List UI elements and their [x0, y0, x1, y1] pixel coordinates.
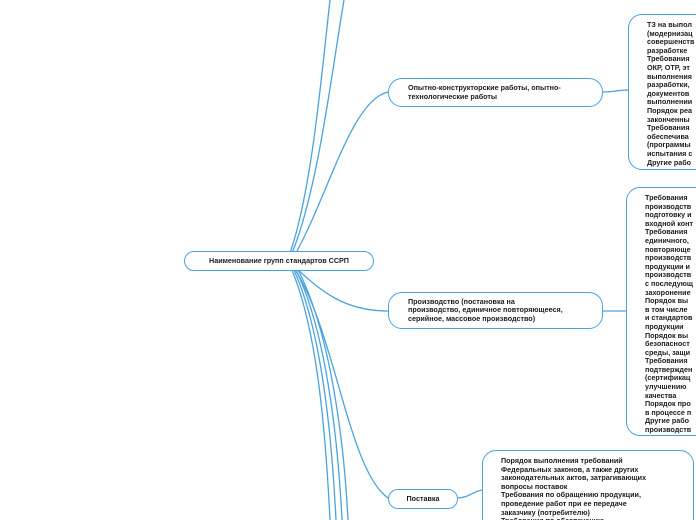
label-line: производство, единичное повторяющееся,	[408, 305, 563, 315]
leaf-text-line: Порядок выполнения требований	[501, 456, 623, 465]
leaf-text-line: повторяюще	[645, 244, 691, 254]
connector-root-ocr	[295, 91, 389, 254]
leaf-text-line: проведение работ при ее передаче	[501, 498, 627, 508]
leaf-text-line: в процессе п	[645, 407, 692, 417]
label-line: технологические работы	[408, 91, 498, 101]
leaf-text-line: Порядок вы	[645, 330, 689, 340]
leaf-text-line: совершенств	[647, 37, 695, 47]
leaf-text-line: Порядок вы	[645, 296, 689, 306]
leaf-text-line: входной конт	[645, 218, 693, 228]
leaf-text-line: ОКР, ОТР, эт	[647, 62, 690, 72]
leaf-text-line: разработки,	[647, 80, 690, 90]
branch-node-ocr[interactable]: Опытно-конструкторские работы, опытно- т…	[388, 78, 603, 107]
label-line: Опытно-конструкторские работы, опытно-	[408, 82, 561, 92]
connector-root-production	[295, 267, 389, 312]
connector-offscreen-down-4	[296, 267, 349, 520]
leaf-text-line: и стандартов	[645, 313, 693, 323]
connector-root-supply	[293, 267, 389, 499]
leaf-text-line: испытания с	[647, 148, 693, 158]
leaf-text-line: Другие рабо	[645, 416, 690, 426]
leaf-text-line: Другие рабо	[647, 157, 692, 167]
leaf-text-line: продукции	[645, 321, 684, 331]
connector-offscreen-down-1	[290, 267, 331, 520]
branch-node-ocr-label: Опытно-конструкторские работы, опытно- т…	[408, 82, 561, 101]
leaf-text-line: выполнении	[647, 97, 693, 107]
leaf-text-line: подтвержден	[645, 364, 693, 374]
connector-supply-leaf	[456, 489, 483, 499]
leaf-text-line: производств	[645, 253, 692, 263]
leaf-text-line: в том числе	[645, 304, 688, 314]
branch-node-production-label: Производство (постановка на производство…	[408, 296, 563, 324]
leaf-text-line: (модернизац	[647, 28, 693, 38]
branch-node-production[interactable]: Производство (постановка на производство…	[388, 292, 603, 329]
leaf-text-line: законченны	[647, 114, 690, 124]
leaf-text-line: с последующ	[645, 278, 693, 288]
leaf-text-line: Федеральных законов, а также других	[501, 464, 639, 474]
branch-node-supply[interactable]: Поставка	[388, 489, 458, 509]
leaf-text-line: Требования по обращению продукции,	[501, 490, 641, 500]
leaf-text-line: единичного,	[645, 235, 689, 245]
leaf-text-line: продукции и	[645, 261, 690, 271]
leaf-text-line: Требования	[647, 123, 690, 133]
leaf-text-line: законодательных актов, затрагивающих	[501, 473, 647, 483]
leaf-text-line: вопросы поставок	[501, 481, 568, 491]
connector-ocr-leaf	[601, 89, 629, 93]
leaf-text-line: Требования по обеспечению	[501, 517, 689, 520]
root-node-label: Наименование групп стандартов ССРП	[209, 255, 349, 265]
leaf-text-line: выполнения	[647, 71, 692, 81]
leaf-text-line: Требования	[645, 227, 688, 237]
connector-offscreen-up-1	[289, 0, 331, 254]
leaf-text-line: обеспечива	[647, 131, 689, 141]
root-node[interactable]: Наименование групп стандартов ССРП	[184, 251, 374, 271]
leaf-text-line: Порядок реа	[647, 105, 692, 115]
leaf-text-line: документов	[647, 88, 690, 98]
leaf-text-line: захоронение	[645, 287, 691, 297]
label-line: Производство (постановка на	[408, 296, 515, 306]
leaf-text-line: Требования	[647, 54, 690, 64]
leaf-text-line: подготовку и	[645, 210, 692, 220]
leaf-text-line: Требования	[645, 356, 688, 366]
connector-offscreen-down-3	[294, 267, 343, 520]
leaf-text-line: Требования	[645, 193, 688, 202]
leaf-text-line: производств	[645, 270, 692, 280]
leaf-text-line: (программы	[647, 140, 691, 150]
leaf-text-line: (сертификац	[645, 373, 691, 383]
leaf-text-line: качества	[645, 390, 677, 400]
leaf-text-line: разработке	[647, 45, 688, 55]
leaf-text-line: производств	[645, 425, 692, 435]
label-line: серийное, массовое производство)	[408, 313, 536, 323]
leaf-text-line: заказчику (потребителю)	[501, 507, 590, 517]
leaf-text-line: ТЗ на выпол	[647, 20, 692, 29]
connector-offscreen-down-2	[292, 267, 337, 520]
leaf-text-line: производств	[645, 201, 692, 211]
leaf-text-line: среды, защи	[645, 347, 691, 357]
leaf-text-line: Порядок про	[645, 399, 691, 409]
branch-node-supply-label: Поставка	[406, 493, 440, 503]
leaf-text-line: улучшению	[645, 382, 687, 392]
leaf-text-line: безопасност	[645, 339, 690, 349]
connector-offscreen-up-2	[291, 0, 345, 254]
